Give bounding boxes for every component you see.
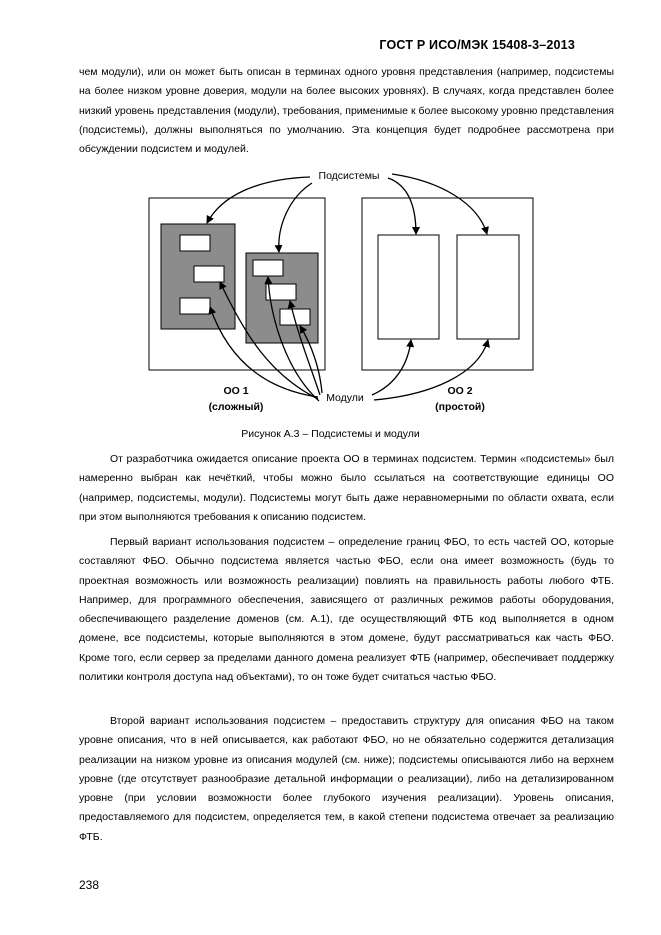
page-number: 238	[79, 878, 100, 892]
module-b1	[252, 259, 284, 277]
modules-label: Модули	[326, 392, 364, 404]
toe1-name: ОО 1	[223, 385, 248, 397]
paragraph-second-use: Второй вариант использования подсистем –…	[79, 715, 614, 843]
module-a1	[179, 234, 211, 252]
module-b3	[279, 308, 311, 326]
toe2-subsystem-a	[377, 234, 440, 340]
toe2-subsystem-b	[456, 234, 520, 340]
toe2-name: ОО 2	[447, 385, 472, 397]
document-header: ГОСТ Р ИСО/МЭК 15408-3–2013	[379, 38, 575, 52]
figure-subsystems-modules: Подсистемы Модули ОО 1 (сложный) ОО 2 (п…	[148, 170, 534, 413]
module-a3	[179, 297, 211, 315]
toe1-subtitle: (сложный)	[209, 401, 264, 413]
paragraph-first-use: Первый вариант использования подсистем –…	[79, 536, 614, 684]
subsystems-label: Подсистемы	[319, 170, 380, 182]
figure-caption: Рисунок А.3 – Подсистемы и модули	[241, 428, 420, 440]
module-a2	[193, 265, 225, 283]
paragraph-subsystems-definition: От разработчика ожидается описание проек…	[79, 453, 614, 523]
paragraph-intro: чем модули), или он может быть описан в …	[79, 66, 614, 156]
toe2-subtitle: (простой)	[435, 401, 485, 413]
module-b2	[265, 283, 297, 301]
